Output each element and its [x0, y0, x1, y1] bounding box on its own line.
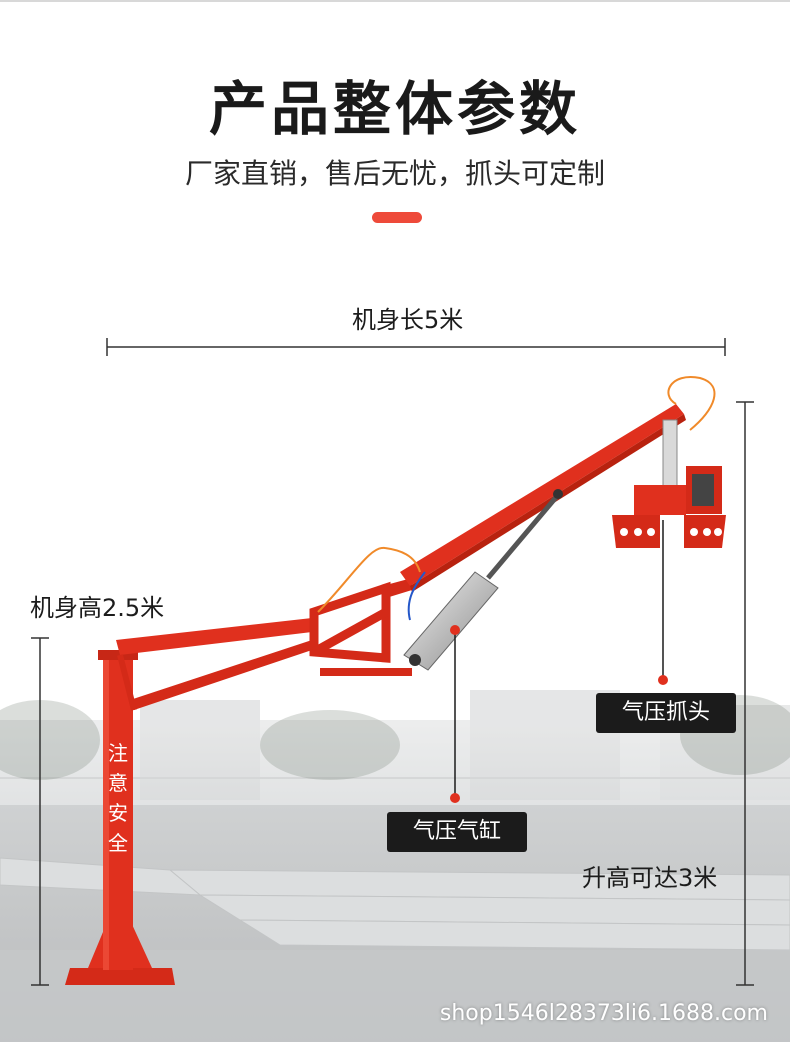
- lift-dimension-line: [736, 401, 754, 986]
- pillar-char: 注: [108, 741, 128, 765]
- height-label: 机身高2.5米: [30, 594, 165, 622]
- height-dimension-line: [31, 637, 49, 986]
- lower-arm: [116, 618, 312, 655]
- cylinder-callout-tag: 气压气缸: [387, 812, 527, 852]
- accent-bar: [372, 212, 422, 223]
- base-plate: [65, 968, 175, 985]
- lift-label: 升高可达3米: [582, 864, 718, 892]
- main-boom: [400, 404, 684, 586]
- shop-watermark: shop1546l28373li6.1688.com: [439, 1001, 768, 1026]
- top-divider-line: [0, 0, 790, 2]
- pillar-char: 安: [108, 801, 128, 825]
- link-frame: [309, 581, 391, 663]
- pillar-text: 注 意 安 全: [108, 741, 128, 855]
- stairs: [0, 857, 790, 951]
- length-label: 机身长5米: [352, 306, 464, 334]
- pillar-char: 意: [108, 771, 128, 795]
- pneumatic-cylinder: [403, 489, 563, 671]
- pneumatic-gripper: [612, 466, 726, 548]
- gripper-callout-tag: 气压抓头: [596, 693, 736, 733]
- length-dimension-line: [106, 338, 726, 356]
- air-hose: [317, 546, 421, 613]
- gripper-hanger: [662, 419, 678, 491]
- gripper-callout-pointer: [658, 520, 668, 685]
- jib-crane-machine: [65, 376, 726, 985]
- cylinder-callout-pointer: [450, 625, 460, 803]
- page-subtitle: 厂家直销，售后无忧，抓头可定制: [184, 157, 605, 190]
- pillar-char: 全: [108, 831, 128, 855]
- page-title: 产品整体参数: [208, 75, 581, 143]
